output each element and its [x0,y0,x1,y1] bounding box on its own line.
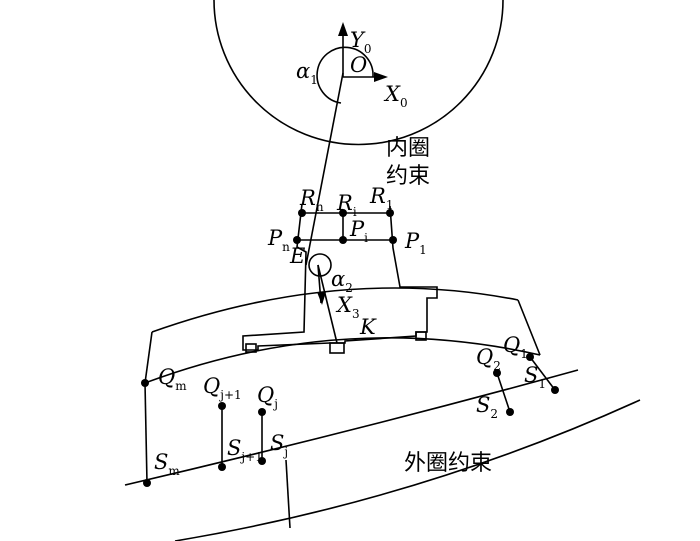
label-alpha1: α1 [296,59,318,87]
label-S1: S1 [524,363,546,391]
label-X3: X3 [335,293,360,321]
point-S2 [506,408,514,416]
label-Pi: Pi [349,217,368,245]
connector-Sj-down [285,459,291,529]
outer-ring-right-end [517,299,541,356]
point-P1 [389,236,397,244]
label-Sj: Sj [270,431,288,459]
outer-ring-left-end [144,331,153,384]
point-Ri [339,209,347,217]
point-Qm [141,379,149,387]
label-K: K [359,315,377,339]
label-P1: P1 [404,229,427,257]
label-Sj1: Sj+1 [227,436,263,464]
label-Qm: Qm [158,365,187,393]
outer-constraint-curve-1 [124,369,579,486]
label-R1: R1 [369,184,393,212]
point-S1 [551,386,559,394]
label-Q1: Q1 [503,333,528,361]
block-foot-right [415,331,427,341]
label-X0: X0 [383,82,408,110]
point-Pn [293,236,301,244]
outer-ring-lower-arc [144,337,541,384]
x3-axis-line [317,264,338,344]
x0-arrow-head [374,72,388,82]
label-Sm: Sm [154,450,180,478]
x3-arrow-head [317,292,326,305]
point-Q2 [493,369,501,377]
label-Pn: Pn [267,226,290,254]
label-Rn: Rn [299,186,324,214]
point-Pi [339,236,347,244]
label-E: E [289,244,305,268]
main-axis-line [305,72,344,266]
label-alpha2: α2 [331,267,353,295]
x3-arrow-shaft [317,264,322,304]
connector-Q1-S1 [529,356,556,391]
label-O: O [350,53,367,77]
inner-constraint-line2: 约束 [386,164,430,189]
inner-constraint-line1: 内圈 [386,136,430,161]
point-Q1 [526,353,534,361]
connector-Qm-Sm [144,382,148,484]
connector-Q2-S2 [496,372,511,413]
alpha2-circle [308,253,332,277]
point-Sm [143,479,151,487]
label-S2: S2 [476,393,498,421]
point-R1 [386,209,394,217]
outer-constraint-label: 外圈约束 [404,451,492,476]
block-foot-left [245,343,257,353]
label-Ri: Ri [336,191,357,219]
inner-circle [213,0,504,146]
label-Qj: Qj [257,383,278,411]
point-Sj1 [218,463,226,471]
outer-ring-upper-arc [151,287,519,333]
contact-block [242,203,438,351]
point-Sj [258,457,266,465]
alpha1-arc [316,46,374,104]
point-Qj1 [218,402,226,410]
block-foot-center [329,342,345,354]
label-Y0: Y0 [350,28,372,56]
label-Q2: Q2 [476,345,501,373]
outer-constraint-curve-2 [174,399,641,541]
point-Rn [298,209,306,217]
label-Qj1: Qj+1 [203,374,242,402]
point-Qj [258,408,266,416]
y0-arrow-head [338,22,348,36]
